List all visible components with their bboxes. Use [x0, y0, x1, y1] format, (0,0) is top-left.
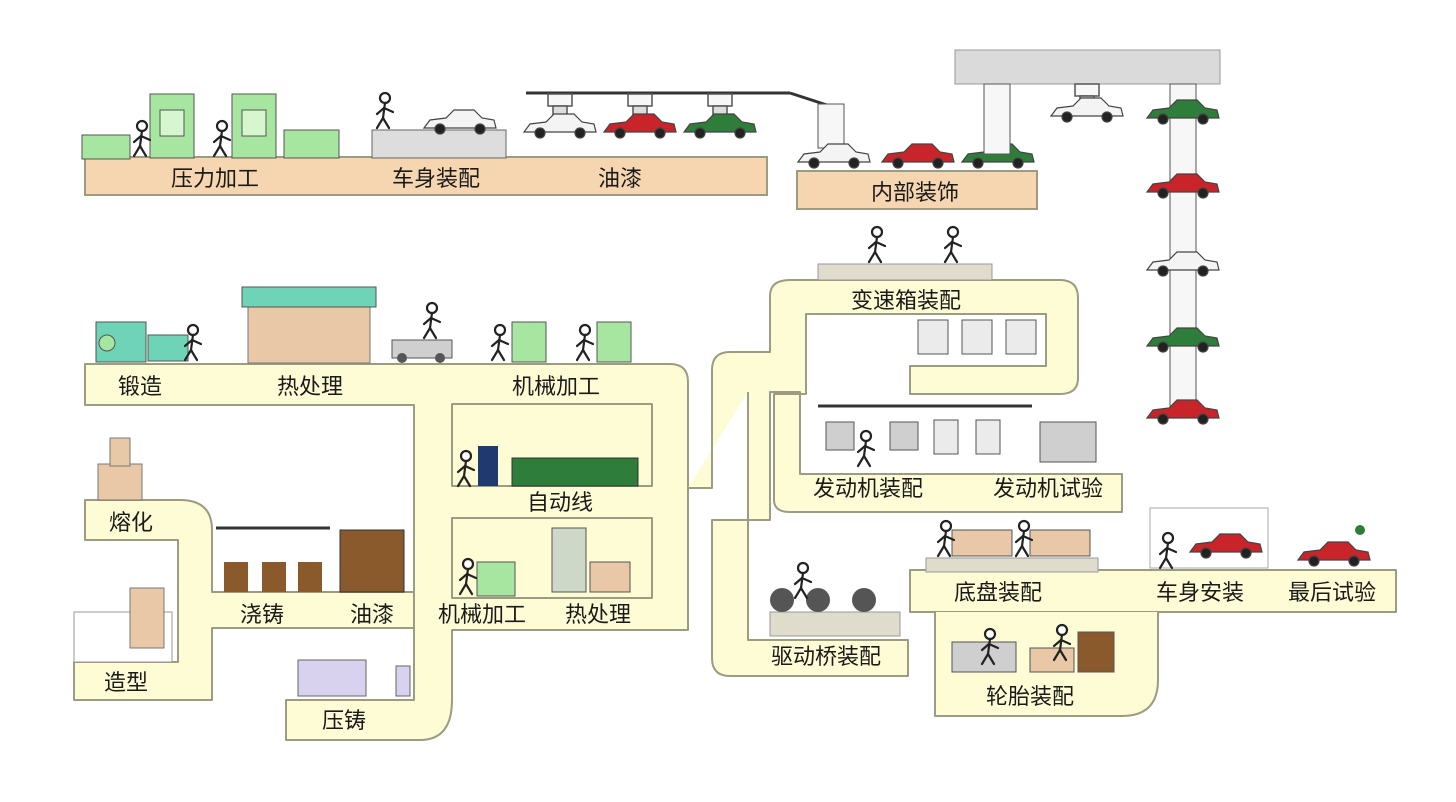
paint-conveyor-icon: [523, 91, 1035, 169]
label-pouring: 浇铸: [240, 603, 284, 628]
label-machining-2: 机械加工: [438, 603, 526, 628]
label-chassis-assembly: 底盘装配: [954, 581, 1042, 606]
die-casting-machine-icon: [297, 659, 411, 697]
label-automatic-line: 自动线: [527, 491, 593, 516]
label-final-test: 最后试验: [1288, 581, 1376, 606]
machining-2-icon: [458, 527, 631, 597]
heat-treatment-furnace-icon: [241, 286, 377, 364]
label-body-mount: 车身安装: [1156, 581, 1244, 606]
top-line-belt: [84, 156, 1038, 210]
vehicle-storage-tower-icon: [954, 49, 1221, 425]
molding-machine-icon: [73, 587, 173, 663]
label-press: 压力加工: [171, 167, 259, 192]
label-forging: 锻造: [118, 375, 162, 400]
label-heat-treatment-2: 热处理: [565, 603, 631, 628]
label-die-casting: 压铸: [322, 709, 366, 734]
label-engine-test: 发动机试验: [993, 477, 1103, 502]
label-engine-assembly: 发动机装配: [813, 477, 923, 502]
label-body-assembly: 车身装配: [392, 167, 480, 192]
melting-furnace-icon: [97, 437, 143, 501]
drive-axle-assembly-icon: [769, 561, 901, 637]
label-gearbox-assembly: 变速箱装配: [851, 289, 961, 314]
press-machine-icon: [81, 93, 340, 160]
label-molding: 造型: [104, 671, 148, 696]
body-assembly-station-icon: [371, 91, 507, 159]
engine-assembly-icon: [818, 404, 1097, 468]
label-painting: 油漆: [350, 603, 394, 628]
label-melting: 熔化: [109, 511, 153, 536]
label-interior: 内部装饰: [871, 181, 959, 206]
label-paint-top: 油漆: [598, 167, 642, 192]
body-mount-station-icon: [1149, 507, 1371, 570]
label-machining: 机械加工: [512, 375, 600, 400]
chassis-assembly-icon: [925, 519, 1099, 573]
label-drive-axle-assembly: 驱动桥装配: [771, 645, 881, 670]
gearbox-assembly-icon: [817, 225, 1037, 355]
tire-assembly-icon: [951, 623, 1115, 673]
label-tire-assembly: 轮胎装配: [986, 685, 1074, 710]
automatic-line-icon: [456, 446, 639, 488]
label-heat-treatment: 热处理: [277, 375, 343, 400]
machining-tools-icon: [391, 301, 632, 363]
forging-machine-icon: [95, 321, 203, 363]
pouring-line-icon: [216, 526, 405, 593]
